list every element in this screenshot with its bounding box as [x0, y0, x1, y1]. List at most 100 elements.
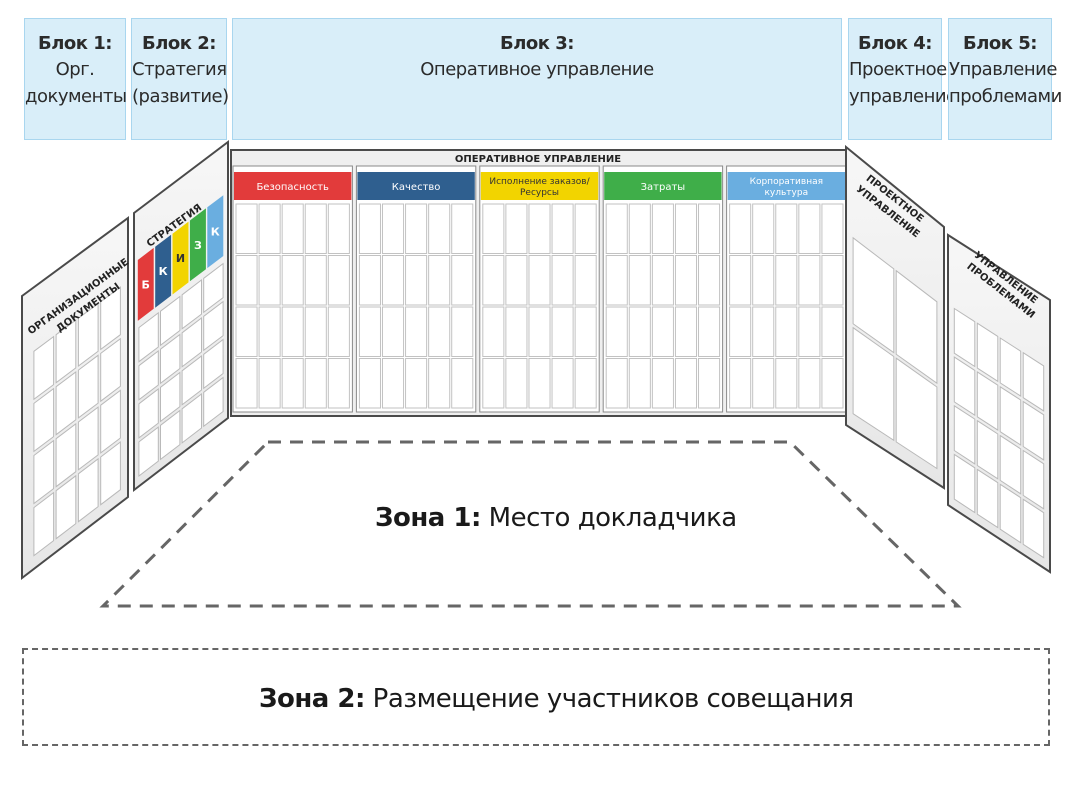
grid-cell	[551, 255, 574, 306]
grid-cell	[505, 203, 528, 254]
grid-cell	[798, 358, 821, 409]
grid-cell	[605, 306, 628, 357]
block-5-header: Блок 5: Управление проблемами	[948, 18, 1062, 140]
grid-cell	[698, 306, 721, 357]
grid-cell	[160, 333, 181, 385]
grid-cell	[138, 311, 159, 363]
grid-cell	[574, 255, 597, 306]
block-3-line-1: Оперативное управление	[420, 59, 654, 80]
grid-cell	[628, 358, 651, 409]
block-3-title: Блок 3:	[500, 33, 574, 54]
block-2-line-2: (развитие)	[132, 86, 229, 107]
column-header-bar	[357, 172, 475, 200]
grid-cell	[327, 306, 350, 357]
grid-cell	[77, 406, 99, 471]
grid-cell	[138, 387, 159, 439]
block-1-header: Блок 1: Орг. документы	[24, 18, 127, 140]
block-4-title: Блок 4:	[858, 33, 932, 54]
grid-cell	[55, 371, 77, 436]
grid-cell	[304, 255, 327, 306]
block-4-line-1: Проектное	[849, 59, 947, 80]
grid-cell	[160, 371, 181, 423]
grid-cell	[551, 306, 574, 357]
grid-cell	[1022, 449, 1045, 510]
grid-cell	[235, 203, 258, 254]
grid-cell	[358, 358, 381, 409]
grid-cell	[852, 236, 895, 354]
grid-cell	[775, 203, 798, 254]
grid-cell	[358, 203, 381, 254]
grid-cell	[100, 440, 121, 506]
zone-1-text: Место докладчика	[480, 503, 738, 533]
grid-cell	[821, 306, 844, 357]
grid-cell	[551, 203, 574, 254]
grid-cell	[953, 356, 976, 417]
column-header-bar	[234, 172, 352, 200]
grid-cell	[528, 255, 551, 306]
grid-cell	[775, 358, 798, 409]
column-header-label: Качество	[392, 182, 441, 193]
column-header-bar	[604, 172, 722, 200]
grid-cell	[304, 306, 327, 357]
grid-cell	[55, 474, 77, 540]
grid-cell	[381, 358, 405, 409]
grid-cell	[605, 358, 628, 409]
grid-cell	[327, 255, 350, 306]
grid-cell	[451, 203, 474, 254]
grid-cell	[281, 255, 304, 306]
zone-1-outline	[99, 440, 962, 608]
strategy-tag	[207, 195, 224, 269]
grid-cell	[181, 392, 202, 444]
grid-cell	[281, 306, 304, 357]
grid-cell	[976, 468, 999, 529]
column-header-bar	[480, 172, 599, 200]
strategy-tag-letter: К	[211, 226, 220, 239]
block-1-title: Блок 1:	[38, 33, 112, 54]
grid-cell	[358, 306, 381, 357]
grid-cell	[428, 306, 451, 357]
grid-cell	[358, 255, 381, 306]
column-header-bar	[727, 172, 845, 200]
grid-cell	[574, 358, 597, 409]
grid-cell	[77, 302, 99, 367]
strategy-tag-letter: К	[159, 265, 168, 278]
grid-cell	[821, 358, 844, 409]
column-header-label: Безопасность	[256, 182, 329, 193]
strategy-tag	[172, 221, 189, 295]
grid-cell	[181, 316, 202, 368]
grid-cell	[605, 203, 628, 254]
grid-cell	[798, 255, 821, 306]
grid-cell	[77, 457, 99, 523]
grid-cell	[752, 306, 775, 357]
grid-cell	[651, 306, 674, 357]
grid-cell	[235, 358, 258, 409]
grid-cell	[953, 404, 976, 465]
grid-cell	[304, 358, 327, 409]
grid-cell	[505, 255, 528, 306]
grid-cell	[33, 491, 55, 557]
grid-cell	[775, 255, 798, 306]
grid-cell	[55, 319, 77, 384]
grid-cell	[428, 203, 451, 254]
grid-cell	[651, 203, 674, 254]
grid-cell	[327, 203, 350, 254]
block-3-header: Блок 3: Оперативное управление	[232, 18, 842, 140]
grid-cell	[953, 453, 976, 514]
strategy-tag-letter: И	[176, 252, 185, 265]
grid-cell	[752, 203, 775, 254]
grid-cell	[100, 337, 121, 403]
block-2-header: Блок 2: Стратегия (развитие)	[131, 18, 229, 140]
grid-cell	[976, 322, 999, 383]
grid-cell	[281, 358, 304, 409]
grid-cell	[258, 306, 281, 357]
block-1-line-2: документы	[25, 86, 127, 107]
grid-cell	[895, 357, 938, 470]
grid-cell	[281, 203, 304, 254]
grid-cell	[574, 203, 597, 254]
grid-cell	[77, 354, 99, 419]
grid-cell	[895, 269, 938, 385]
grid-cell	[551, 358, 574, 409]
grid-cell	[405, 203, 428, 254]
block-4-header: Блок 4: Проектное управление	[848, 18, 957, 140]
